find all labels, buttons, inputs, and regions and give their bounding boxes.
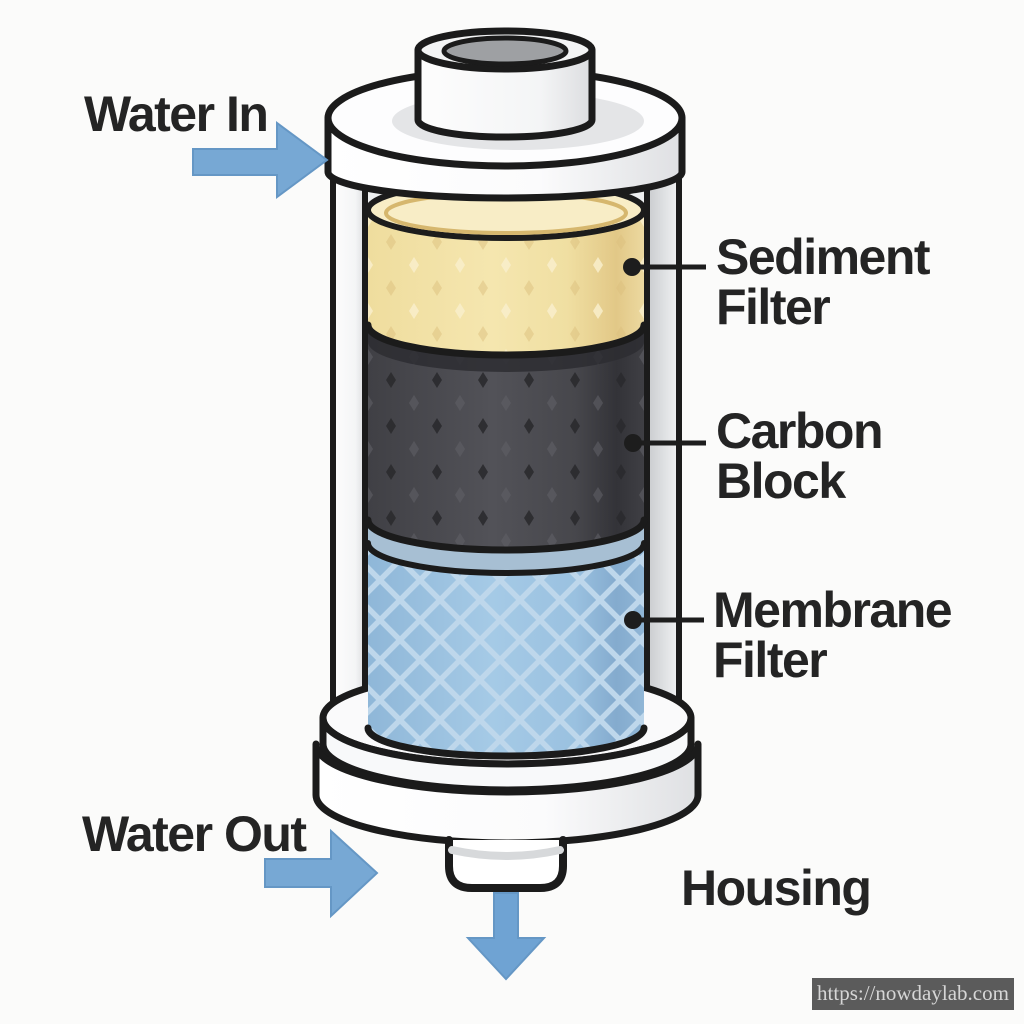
- water-out-arrow: [264, 828, 379, 919]
- water-down-arrow: [465, 892, 547, 981]
- sediment-filter-label: Sediment Filter: [716, 229, 931, 335]
- sediment-filter-label-line1: Sediment: [716, 229, 931, 285]
- top-inlet-port: [414, 27, 596, 141]
- housing-wall-left: [330, 165, 368, 729]
- watermark-url: https://nowdaylab.com: [812, 978, 1014, 1010]
- water-out-label: Water Out: [82, 806, 307, 862]
- membrane-filter-layer: [364, 516, 648, 760]
- carbon-block-label: Carbon Block: [716, 403, 884, 509]
- membrane-filter-label-line1: Membrane: [713, 582, 953, 638]
- carbon-leader-dot: [624, 434, 642, 452]
- bottom-outlet-port: [445, 836, 567, 892]
- water-in-arrow: [192, 121, 329, 199]
- carbon-block-label-line1: Carbon: [716, 403, 884, 459]
- flow-arrows: [192, 121, 547, 981]
- sediment-filter-layer: [365, 179, 647, 355]
- membrane-filter-label: Membrane Filter: [713, 582, 953, 688]
- inlet-opening: [441, 35, 569, 67]
- bottom-cap: [312, 714, 702, 892]
- membrane-leader-dot: [624, 611, 642, 629]
- sediment-leader-dot: [623, 258, 641, 276]
- carbon-block-label-line2: Block: [716, 453, 846, 509]
- housing-label: Housing: [681, 860, 872, 916]
- leader-lines: [623, 258, 706, 629]
- filter-cartridge: [312, 27, 702, 892]
- housing-wall-right: [644, 165, 682, 729]
- water-in-label: Water In: [84, 86, 269, 142]
- membrane-filter-label-line2: Filter: [713, 632, 828, 688]
- carbon-block-layer: [364, 321, 648, 550]
- sediment-filter-label-line2: Filter: [716, 279, 831, 335]
